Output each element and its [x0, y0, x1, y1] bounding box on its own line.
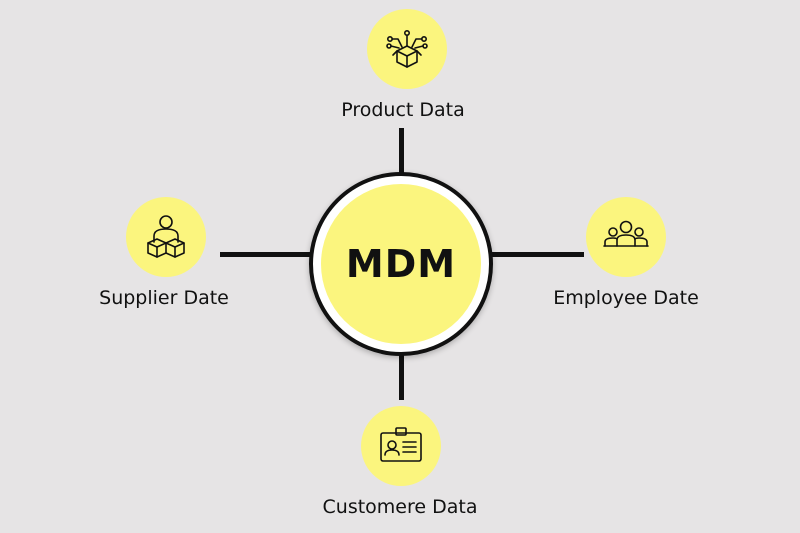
- customere-data-node: [361, 406, 441, 486]
- connector-right: [492, 252, 584, 257]
- person-boxes-icon: [147, 215, 185, 258]
- connector-top: [399, 128, 404, 174]
- mdm-hub-label: MDM: [345, 242, 457, 286]
- mdm-hub-fill: MDM: [321, 184, 481, 344]
- connector-bottom: [399, 352, 404, 400]
- customere-data-label: Customere Data: [322, 496, 478, 518]
- product-data-label: Product Data: [341, 99, 465, 121]
- employee-date-node: [586, 197, 666, 277]
- team-icon: [603, 220, 649, 247]
- box-network-icon: [386, 30, 428, 68]
- supplier-date-label: Supplier Date: [99, 287, 229, 309]
- product-data-node: [367, 9, 447, 89]
- supplier-date-node: [126, 197, 206, 277]
- mdm-hub: MDM: [309, 172, 493, 356]
- employee-date-label: Employee Date: [553, 287, 699, 309]
- connector-left: [220, 252, 310, 257]
- id-card-icon: [380, 427, 422, 462]
